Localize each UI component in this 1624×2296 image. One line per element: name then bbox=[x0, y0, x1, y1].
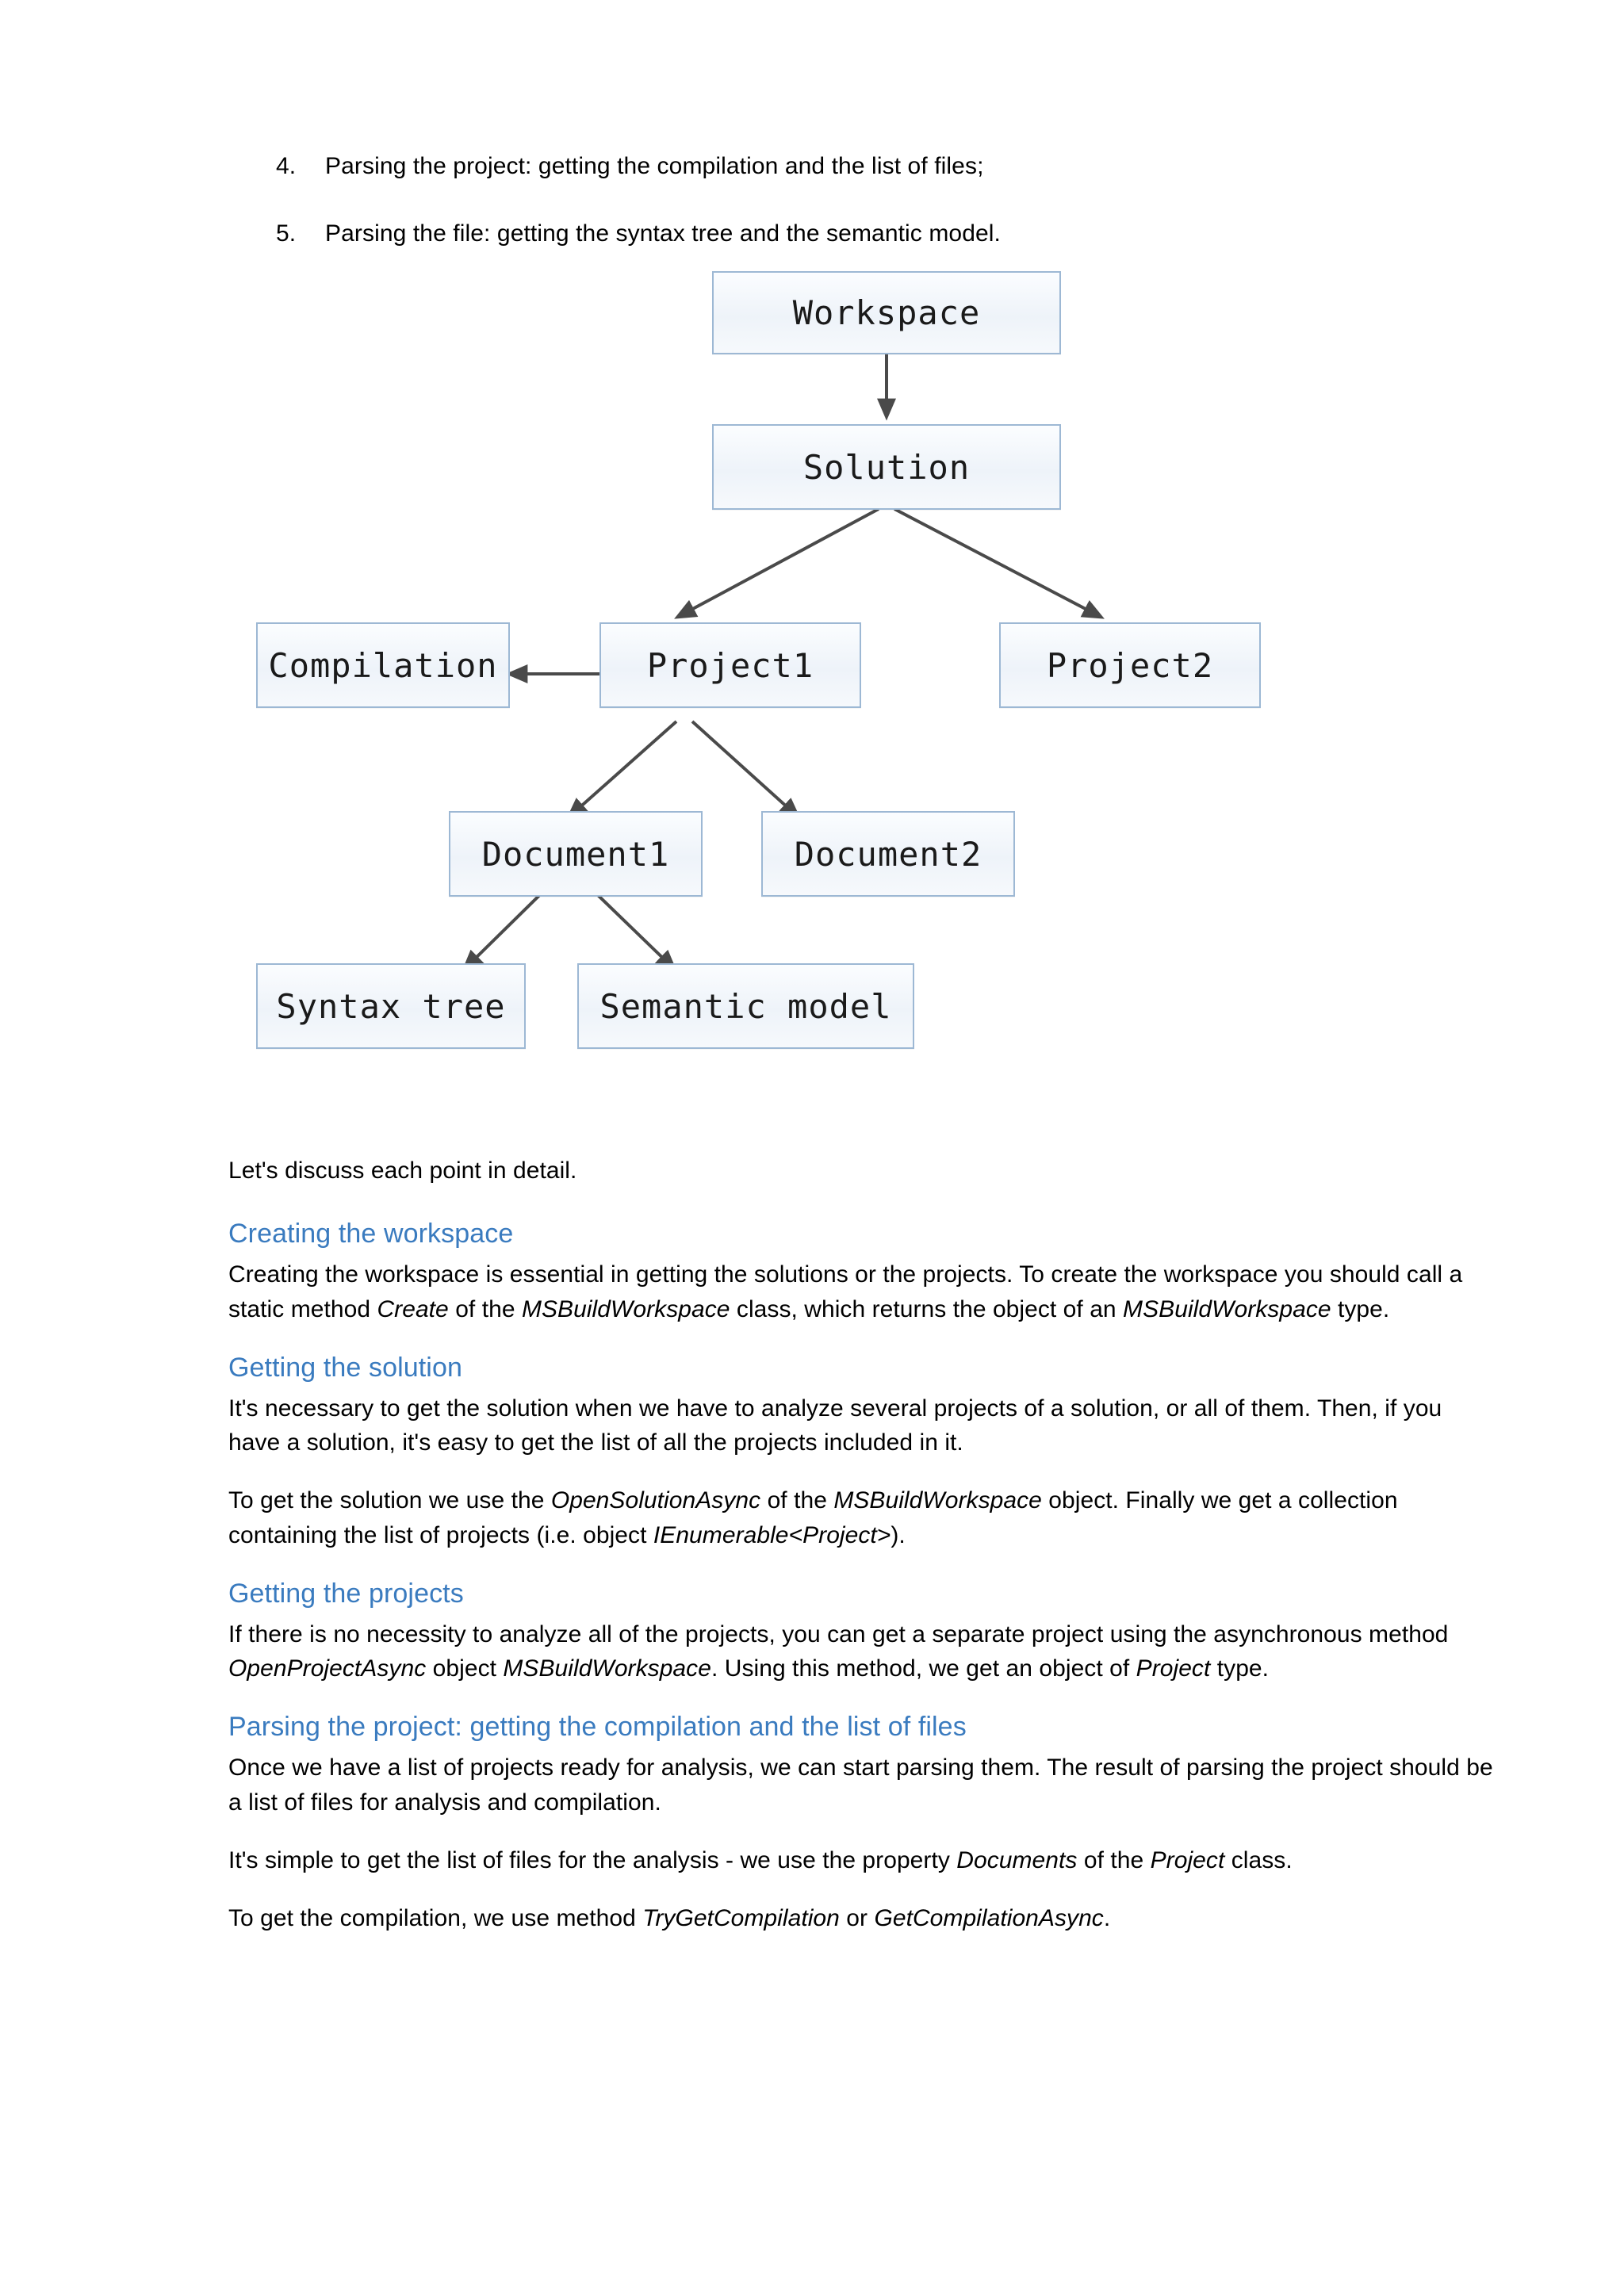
intro-paragraph: Let's discuss each point in detail. bbox=[228, 1158, 577, 1184]
diagram-node-semantic-model: Semantic model bbox=[577, 963, 914, 1049]
text-run: It's simple to get the list of files for… bbox=[228, 1846, 957, 1873]
diagram-node-workspace: Workspace bbox=[712, 271, 1061, 354]
list-item: 4. Parsing the project: getting the comp… bbox=[276, 151, 1465, 183]
node-label: Semantic model bbox=[599, 986, 892, 1026]
diagram-node-solution: Solution bbox=[712, 424, 1061, 510]
text-run: type. bbox=[1331, 1295, 1390, 1322]
node-label: Syntax tree bbox=[276, 986, 506, 1026]
text-run: of the bbox=[448, 1295, 522, 1322]
text-run: Creating the workspace is essential in g… bbox=[228, 1261, 1463, 1322]
text-run: To get the solution we use the bbox=[228, 1487, 551, 1514]
code-identifier: Project bbox=[1150, 1846, 1225, 1873]
text-run: Once we have a list of projects ready fo… bbox=[228, 1755, 1493, 1816]
code-identifier: OpenSolutionAsync bbox=[550, 1487, 761, 1514]
diagram-node-syntax-tree: Syntax tree bbox=[256, 963, 526, 1049]
section-heading-creating-the-workspace: Creating the workspace bbox=[228, 1219, 514, 1249]
node-label: Project2 bbox=[1046, 645, 1214, 685]
text-run: or bbox=[839, 1905, 875, 1931]
list-item: 5. Parsing the file: getting the syntax … bbox=[276, 218, 1465, 251]
text-run: To get the compilation, we use method bbox=[228, 1905, 643, 1931]
text-run: type. bbox=[1210, 1655, 1270, 1682]
text-run: . bbox=[1103, 1905, 1111, 1931]
edge-solution-project1 bbox=[674, 507, 879, 619]
diagram-node-project2: Project2 bbox=[999, 622, 1261, 708]
section-heading-parsing-the-project: Parsing the project: getting the compila… bbox=[228, 1712, 967, 1743]
code-identifier: MSBuildWorkspace bbox=[833, 1487, 1042, 1514]
diagram-node-document2: Document2 bbox=[761, 811, 1015, 897]
list-item-marker: 5. bbox=[276, 220, 297, 247]
code-identifier: Project bbox=[1136, 1655, 1211, 1682]
numbered-list: 4. Parsing the project: getting the comp… bbox=[276, 151, 1465, 285]
code-identifier: OpenProjectAsync bbox=[228, 1655, 427, 1682]
list-item-marker: 4. bbox=[276, 153, 297, 179]
text-run: If there is no necessity to analyze all … bbox=[228, 1621, 1449, 1647]
roslyn-hierarchy-diagram: Workspace Solution Compilation Project1 … bbox=[228, 262, 1529, 1102]
code-identifier: Documents bbox=[956, 1846, 1078, 1873]
diagram-node-document1: Document1 bbox=[449, 811, 703, 897]
list-item-text: Parsing the file: getting the syntax tre… bbox=[325, 220, 1001, 247]
node-label: Document1 bbox=[481, 834, 670, 874]
code-identifier: IEnumerable<Project> bbox=[653, 1521, 891, 1548]
paragraph: It's necessary to get the solution when … bbox=[228, 1391, 1497, 1460]
node-label: Solution bbox=[802, 447, 971, 487]
text-run: class. bbox=[1224, 1846, 1293, 1873]
paragraph: To get the solution we use the OpenSolut… bbox=[228, 1483, 1497, 1552]
text-run: class, which returns the object of an bbox=[730, 1295, 1124, 1322]
paragraph: Once we have a list of projects ready fo… bbox=[228, 1751, 1497, 1819]
code-identifier: MSBuildWorkspace bbox=[503, 1655, 711, 1682]
text-run: . Using this method, we get an object of bbox=[710, 1655, 1136, 1682]
code-identifier: MSBuildWorkspace bbox=[1123, 1295, 1331, 1322]
paragraph: If there is no necessity to analyze all … bbox=[228, 1617, 1497, 1686]
section-heading-getting-the-solution: Getting the solution bbox=[228, 1352, 462, 1383]
diagram-node-project1: Project1 bbox=[599, 622, 861, 708]
paragraph: Creating the workspace is essential in g… bbox=[228, 1257, 1497, 1326]
body-text: Let's discuss each point in detail. Crea… bbox=[228, 1154, 1497, 1959]
node-label: Project1 bbox=[646, 645, 814, 685]
edge-solution-project2 bbox=[894, 507, 1105, 619]
edge-project1-document1 bbox=[565, 720, 678, 820]
text-run: It's necessary to get the solution when … bbox=[228, 1395, 1442, 1456]
code-identifier: MSBuildWorkspace bbox=[521, 1295, 730, 1322]
diagram-node-compilation: Compilation bbox=[256, 622, 510, 708]
paragraph: It's simple to get the list of files for… bbox=[228, 1843, 1497, 1877]
text-run: object. Finally we get a collection cont… bbox=[228, 1487, 1398, 1548]
node-label: Workspace bbox=[792, 293, 981, 332]
node-label: Document2 bbox=[794, 834, 982, 874]
list-item-text: Parsing the project: getting the compila… bbox=[325, 153, 984, 179]
node-label: Compilation bbox=[268, 645, 498, 685]
section-heading-getting-the-projects: Getting the projects bbox=[228, 1578, 464, 1609]
code-identifier: GetCompilationAsync bbox=[874, 1905, 1104, 1931]
text-run: object bbox=[426, 1655, 504, 1682]
edge-project1-document2 bbox=[691, 720, 802, 820]
code-identifier: Create bbox=[377, 1295, 449, 1322]
text-run: ). bbox=[891, 1521, 906, 1548]
paragraph: To get the compilation, we use method Tr… bbox=[228, 1901, 1497, 1935]
text-run: of the bbox=[1077, 1846, 1151, 1873]
code-identifier: TryGetCompilation bbox=[642, 1905, 840, 1931]
text-run: of the bbox=[760, 1487, 834, 1514]
